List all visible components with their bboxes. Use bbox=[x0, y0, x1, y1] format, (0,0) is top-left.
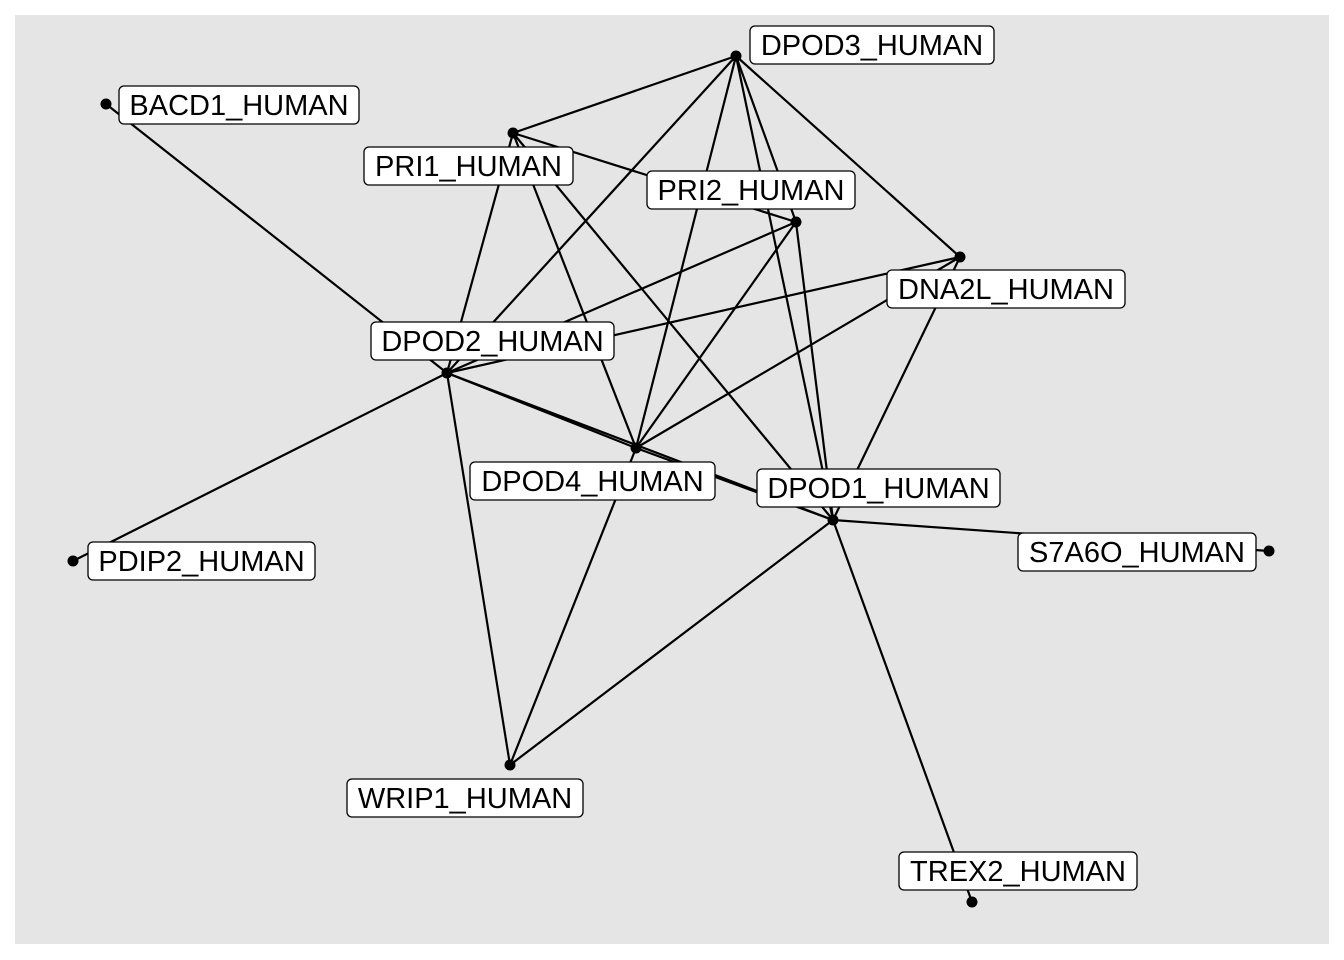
nodes-layer bbox=[67, 50, 1275, 908]
edge-dpod3-human-dna2l-human bbox=[735, 55, 961, 258]
node-label-bacd1-human: BACD1_HUMAN bbox=[118, 85, 360, 125]
label-box bbox=[749, 25, 995, 65]
node-dna2l-human[interactable] bbox=[954, 251, 966, 263]
label-text: DNA2L_HUMAN bbox=[898, 274, 1114, 306]
edge-dpod2-human-pdip2-human bbox=[72, 372, 448, 562]
label-text: TREX2_HUMAN bbox=[910, 856, 1126, 888]
edge-dpod1-human-wrip1-human bbox=[509, 519, 834, 766]
node-label-pri2-human: PRI2_HUMAN bbox=[646, 170, 856, 210]
node-dpod1-human[interactable] bbox=[827, 514, 839, 526]
node-pri2-human[interactable] bbox=[790, 216, 802, 228]
label-text: PRI1_HUMAN bbox=[375, 151, 562, 183]
label-box bbox=[756, 468, 1001, 508]
edge-dpod3-human-dpod1-human bbox=[734, 55, 835, 521]
label-box bbox=[886, 269, 1126, 309]
label-text: WRIP1_HUMAN bbox=[358, 783, 572, 815]
label-text: DPOD4_HUMAN bbox=[481, 466, 703, 498]
node-label-trex2-human: TREX2_HUMAN bbox=[898, 851, 1138, 891]
label-text: PRI2_HUMAN bbox=[658, 175, 845, 207]
node-dpod4-human[interactable] bbox=[630, 442, 642, 454]
edge-dpod3-human-dpod2-human bbox=[446, 55, 737, 374]
label-box bbox=[346, 778, 584, 818]
edge-dpod4-human-wrip1-human bbox=[508, 447, 638, 766]
node-label-dpod1-human: DPOD1_HUMAN bbox=[756, 468, 1001, 508]
labels-layer: DPOD3_HUMAN BACD1_HUMAN PRI1_HUMAN PRI2_HUM… bbox=[87, 25, 1257, 891]
node-dpod2-human[interactable] bbox=[441, 367, 453, 379]
node-label-dpod2-human: DPOD2_HUMAN bbox=[370, 321, 615, 361]
label-text: BACD1_HUMAN bbox=[129, 90, 348, 122]
node-bacd1-human[interactable] bbox=[100, 98, 112, 110]
label-text: DPOD1_HUMAN bbox=[767, 473, 989, 505]
node-label-dna2l-human: DNA2L_HUMAN bbox=[886, 269, 1126, 309]
label-box bbox=[370, 321, 615, 361]
edge-pri2-human-dpod4-human bbox=[635, 221, 797, 449]
node-s7a6o-human[interactable] bbox=[1263, 545, 1275, 557]
node-label-wrip1-human: WRIP1_HUMAN bbox=[346, 778, 584, 818]
edge-dpod1-human-trex2-human bbox=[831, 519, 974, 903]
edge-dpod3-human-pri1-human bbox=[512, 54, 737, 135]
label-box bbox=[118, 85, 360, 125]
node-trex2-human[interactable] bbox=[966, 896, 978, 908]
edge-dpod2-human-wrip1-human bbox=[445, 372, 512, 766]
label-box bbox=[1017, 532, 1257, 572]
label-box bbox=[898, 851, 1138, 891]
node-label-dpod3-human: DPOD3_HUMAN bbox=[749, 25, 995, 65]
label-box bbox=[87, 541, 316, 581]
node-pdip2-human[interactable] bbox=[67, 555, 79, 567]
node-label-s7a6o-human: S7A6O_HUMAN bbox=[1017, 532, 1257, 572]
label-text: PDIP2_HUMAN bbox=[98, 546, 304, 578]
label-text: DPOD2_HUMAN bbox=[381, 326, 603, 358]
node-label-pdip2-human: PDIP2_HUMAN bbox=[87, 541, 316, 581]
label-text: DPOD3_HUMAN bbox=[761, 30, 983, 62]
label-text: S7A6O_HUMAN bbox=[1029, 537, 1245, 569]
label-box bbox=[646, 170, 856, 210]
node-label-pri1-human: PRI1_HUMAN bbox=[363, 146, 574, 186]
node-pri1-human[interactable] bbox=[507, 127, 519, 139]
node-dpod3-human[interactable] bbox=[730, 50, 742, 62]
node-wrip1-human[interactable] bbox=[504, 759, 516, 771]
node-label-dpod4-human: DPOD4_HUMAN bbox=[469, 461, 716, 501]
edge-dpod4-human-dpod1-human bbox=[635, 446, 834, 522]
label-box bbox=[469, 461, 716, 501]
edge-dpod3-human-dpod4-human bbox=[634, 55, 738, 449]
label-box bbox=[363, 146, 574, 186]
edge-pri1-human-dpod1-human bbox=[512, 132, 834, 521]
